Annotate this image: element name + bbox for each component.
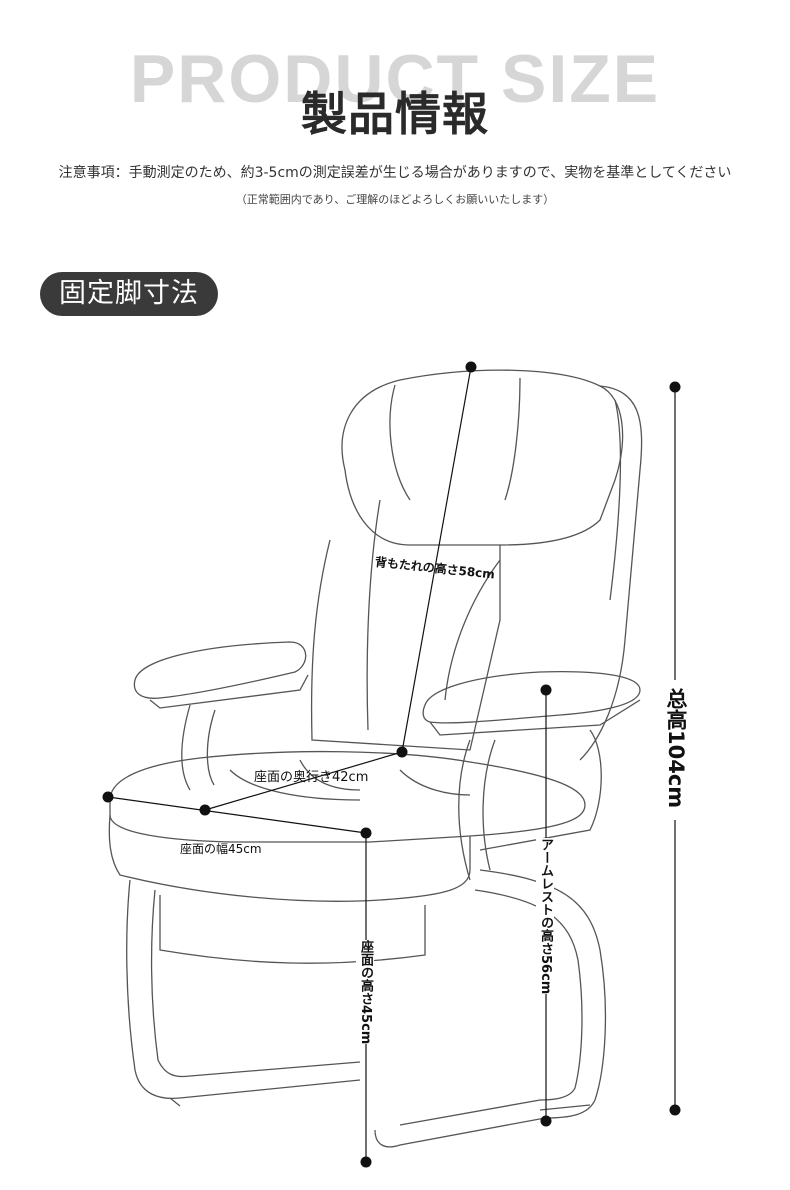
section-badge: 固定脚寸法 — [40, 272, 218, 316]
back-height-line — [401, 366, 472, 753]
notice-text: 注意事項：手動測定のため、約3-5cmの測定誤差が生じる場合がありますので、実物… — [58, 165, 732, 181]
notice-subtext: （正常範囲内であり、ご理解のほどよろしくお願いいたします） — [235, 193, 555, 206]
seat-width-label: 座面の幅45cm — [180, 842, 262, 856]
seat-depth-line — [204, 751, 403, 811]
bg-title: PRODUCT SIZE — [129, 41, 661, 117]
seat-width-line — [107, 796, 367, 834]
seat-depth-label: 座面の奥行き42cm — [254, 770, 369, 785]
measure-dots — [102, 361, 681, 1168]
page-title: 製品情報 — [301, 87, 489, 141]
chair-outline — [108, 369, 643, 1148]
armrest-height-label: アームレストの高さ56cm — [536, 838, 554, 995]
seat-height-label: 座面の高さ45cm — [356, 940, 374, 1045]
total-height-label: 总高104cm — [664, 688, 688, 809]
measure-lines — [107, 366, 676, 1162]
